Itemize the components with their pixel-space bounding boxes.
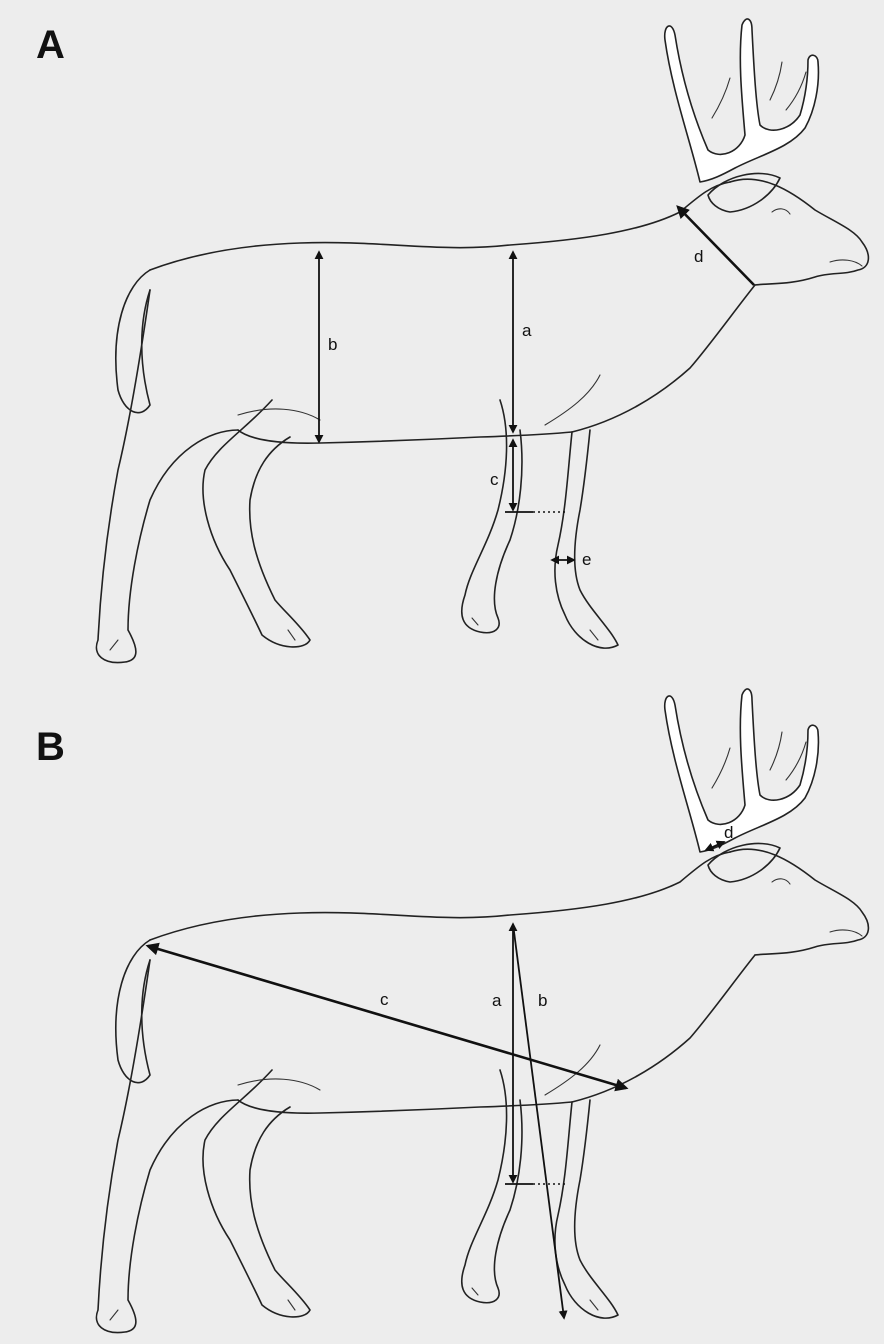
measure-label-b-d: d <box>724 823 733 842</box>
panel-a: A b a c d e <box>36 19 868 663</box>
measure-label-a-b: b <box>328 335 337 354</box>
measure-line-b-c <box>148 946 626 1088</box>
measure-label-a-c: c <box>490 470 499 489</box>
measure-label-a-e: e <box>582 550 591 569</box>
measure-line-b-b <box>513 924 564 1318</box>
panel-letter-b: B <box>36 725 65 769</box>
measure-line-a-d <box>678 207 754 285</box>
deer-illustration-b <box>96 689 868 1333</box>
measure-label-a-a: a <box>522 321 532 340</box>
deer-illustration-a <box>96 19 868 663</box>
panel-letter-a: A <box>36 23 65 67</box>
measure-label-b-b: b <box>538 991 547 1010</box>
measure-label-a-d: d <box>694 247 703 266</box>
measure-label-b-a: a <box>492 991 502 1010</box>
measure-label-b-c: c <box>380 990 389 1009</box>
panel-b: B c a b d <box>36 689 868 1333</box>
